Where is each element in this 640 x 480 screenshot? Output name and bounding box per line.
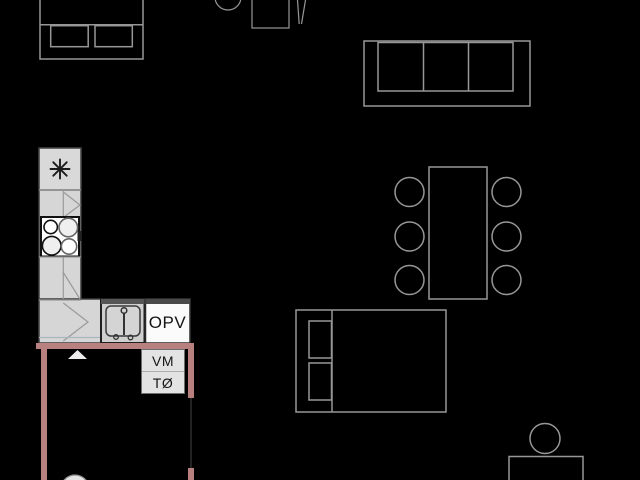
- pillow: [94, 24, 134, 48]
- sofa: [363, 40, 531, 107]
- desk-top: [214, 0, 307, 29]
- toilet-partial: [63, 474, 87, 480]
- kitchen-sink: [100, 298, 146, 344]
- stove-burner-icon: [58, 217, 79, 238]
- bathroom-wall-right-lower: [188, 468, 194, 480]
- stove-burner-icon: [43, 219, 59, 235]
- laundry-unit: VM TØ: [141, 349, 185, 394]
- dining-table: [428, 166, 488, 300]
- vertical-lines-object: [296, 0, 307, 25]
- sink-faucet-icon: [113, 306, 134, 341]
- stove-burner-icon: [60, 238, 78, 256]
- cabinet-cell: [39, 256, 81, 300]
- fridge-freezer: [38, 147, 82, 191]
- dishwasher-unit: [144, 298, 191, 344]
- bathroom-wall-left: [41, 343, 47, 480]
- door-arrow-icon: [68, 350, 87, 359]
- pillow: [308, 362, 333, 401]
- dishwasher-label: OPV: [148, 313, 187, 332]
- dining-table-group: [394, 166, 522, 300]
- stove: [40, 216, 82, 258]
- bed-bottom-right: [295, 309, 447, 413]
- freezer-star-icon: [49, 158, 71, 180]
- cabinet-cell: [39, 189, 81, 218]
- washing-machine-label: VM: [142, 350, 184, 372]
- dryer-label: TØ: [152, 374, 174, 391]
- pillow: [49, 24, 89, 48]
- dining-chair: [491, 176, 522, 208]
- dining-chair: [394, 221, 425, 252]
- dining-chair: [491, 221, 522, 252]
- bathroom-wall-right-upper: [188, 343, 194, 398]
- bed-top-left: [39, 0, 144, 60]
- vanity-bottom-right: [508, 422, 584, 480]
- dining-chair: [491, 264, 522, 296]
- bathroom-wall-top: [36, 343, 194, 349]
- dining-chair: [394, 264, 425, 296]
- stove-burner-icon: [41, 235, 62, 256]
- desk-chair: [214, 0, 242, 11]
- basin-bowl: [529, 422, 561, 455]
- dining-chair: [394, 176, 425, 208]
- pillow: [308, 320, 333, 359]
